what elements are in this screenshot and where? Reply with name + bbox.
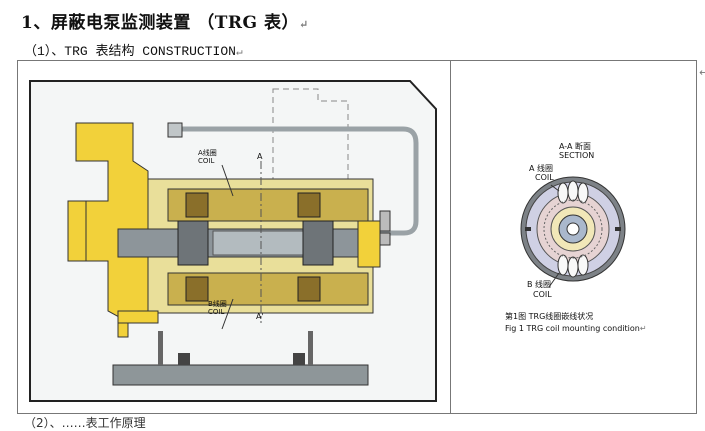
figure-caption-cn: 第1图 TRG线圈嵌线状况 <box>505 311 593 321</box>
subsection-heading-text: （1）、TRG 表结构 CONSTRUCTION <box>24 44 236 59</box>
section-label-en: SECTION <box>559 151 594 160</box>
section-a-label: A <box>257 152 263 161</box>
section-a-prime-label: A' <box>256 312 264 321</box>
section-heading: 1、屏蔽电泵监测装置 （TRG 表）↵ <box>21 8 309 33</box>
pump-cross-section-diagram: A线圈 COIL A B线圈 COIL A' <box>29 80 437 402</box>
section-diagram-cell: A-A 断面 SECTION A 线圈 COIL B 线圈 COIL 第1图 T… <box>451 61 697 413</box>
a-coil-section-label-en: COIL <box>535 173 554 182</box>
a-coil-section-label-cn: A 线圈 <box>529 163 553 173</box>
b-coil-section-label-cn: B 线圈 <box>527 279 551 289</box>
coil-section-diagram: A-A 断面 SECTION A 线圈 COIL B 线圈 COIL 第1图 T… <box>505 141 647 333</box>
pump-diagram-cell: A线圈 COIL A B线圈 COIL A' <box>18 61 450 413</box>
paragraph-mark: ↵ <box>699 66 705 79</box>
subsection-heading: （1）、TRG 表结构 CONSTRUCTION↵ <box>24 40 243 59</box>
paragraph-mark: ↵ <box>298 18 309 31</box>
paragraph-mark: ↵ <box>640 324 647 333</box>
b-coil-label-cn: B线圈 <box>208 299 227 308</box>
figure-table: A线圈 COIL A B线圈 COIL A' <box>17 60 697 414</box>
b-coil-label-en: COIL <box>208 308 224 316</box>
b-coil-section-label-en: COIL <box>533 290 552 299</box>
paragraph-mark: ↵ <box>235 47 243 59</box>
a-coil-label-cn: A线圈 <box>198 148 217 157</box>
section-label-cn: A-A 断面 <box>559 141 591 151</box>
cell-divider <box>450 61 451 413</box>
section-heading-text: 1、屏蔽电泵监测装置 （TRG 表） <box>21 13 299 33</box>
next-subsection-heading: （2）、……表工作原理 <box>24 416 146 430</box>
a-coil-label-en: COIL <box>198 157 214 165</box>
figure-caption-en: Fig 1 TRG coil mounting condition↵ <box>505 324 647 333</box>
figure-caption-en-text: Fig 1 TRG coil mounting condition <box>505 324 640 333</box>
